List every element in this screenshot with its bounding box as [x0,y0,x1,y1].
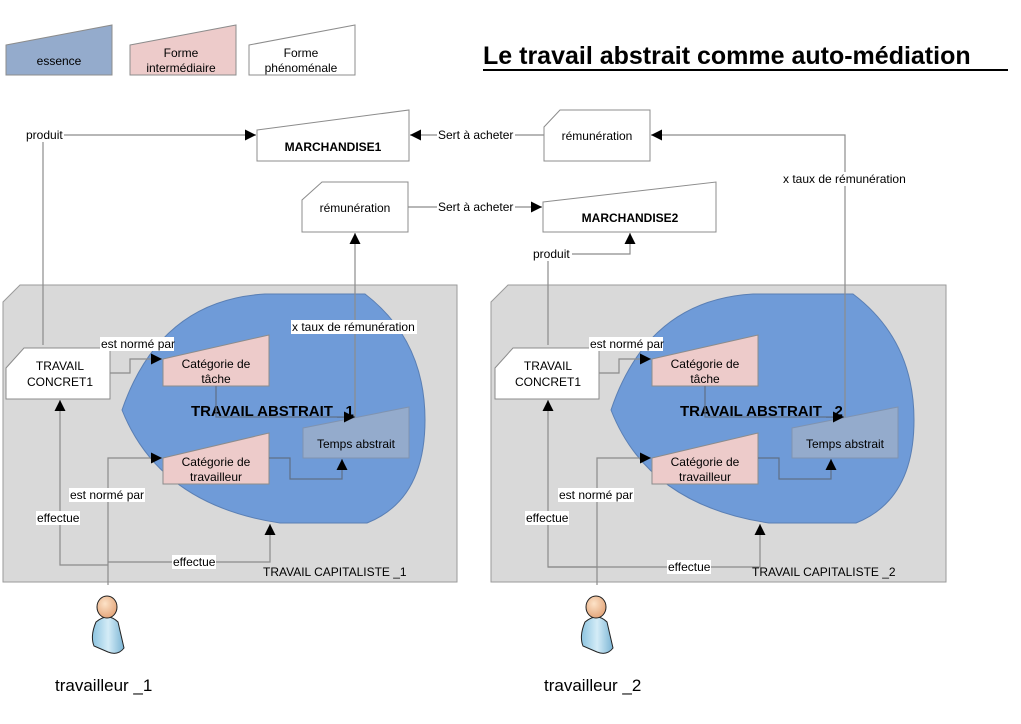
legend-swatch-phenomenal [248,24,356,76]
connector-taux-remuneration-2 [651,129,846,418]
label-sert-a-acheter-1: Sert à acheter [438,128,513,142]
page-title: Le travail abstrait comme auto-médiation [483,42,971,70]
person-icon [91,595,125,654]
label-sert-a-acheter-2: Sert à acheter [438,200,513,214]
node-categorie-travailleur-1-line2: travailleur [190,470,242,484]
label-taux-remuneration-2: x taux de rémunération [783,172,906,186]
legend-label-phenomenal-1: Forme [284,46,319,60]
label-travailleur-1: travailleur _1 [55,676,152,695]
node-temps-abstrait-1-label: Temps abstrait [317,437,396,451]
node-categorie-tache-1-line1: Catégorie de [182,357,251,371]
legend: essence Forme intermédiaire Forme phénom… [5,24,356,76]
connector-effectue-capitaliste-1 [108,524,276,563]
label-travail-abstrait-2: TRAVAIL ABSTRAIT _2 [680,403,843,420]
label-effectue-2a: effectue [526,511,569,525]
connector-travailleur-temps-1 [269,457,348,480]
node-travail-concret-2-line1: TRAVAIL [524,359,573,373]
node-travail-concret-1-line2: CONCRET1 [27,375,93,389]
connector-est-norme-travailleur-1 [107,452,162,585]
legend-swatch-intermediate [129,24,237,76]
node-categorie-travailleur-1-line1: Catégorie de [182,455,251,469]
legend-label-intermediate-2: intermédiaire [146,61,216,75]
node-marchandise1-label: MARCHANDISE1 [285,140,382,154]
node-remuneration-left-label: rémunération [320,201,391,215]
worker-1[interactable]: travailleur _1 [55,595,152,695]
node-categorie-tache-2[interactable]: Catégorie de tâche [651,334,759,387]
node-temps-abstrait-2[interactable]: Temps abstrait [791,406,899,459]
connector-tache-temps-1 [215,386,355,423]
connector-effectue-concret-1 [54,400,108,566]
panel-1-content: TRAVAIL CONCRET1 Catégorie de tâche Caté… [5,320,417,585]
worker-2[interactable]: travailleur _2 [544,595,641,695]
node-categorie-travailleur-2-line1: Catégorie de [671,455,740,469]
label-taux-remuneration-1: x taux de rémunération [292,320,415,334]
legend-label-intermediate-1: Forme [164,46,199,60]
legend-swatch-essence [5,24,113,76]
legend-item-phenomenal: Forme phénoménale [248,24,356,76]
connector-est-norme-tache-1 [110,353,162,374]
label-effectue-1a: effectue [37,511,80,525]
label-est-norme-1b: est normé par [70,488,144,502]
label-est-norme-2a: est normé par [590,337,664,351]
legend-item-intermediate: Forme intermédiaire [129,24,237,76]
person-icon [580,595,614,654]
connector-tache-temps-2 [704,386,844,423]
label-effectue-1b: effectue [173,555,216,569]
label-travail-abstrait-1: TRAVAIL ABSTRAIT _1 [191,403,354,420]
node-temps-abstrait-1[interactable]: Temps abstrait [302,406,410,459]
label-effectue-2b: effectue [668,560,711,574]
label-travail-capitaliste-2: TRAVAIL CAPITALISTE _2 [752,565,896,579]
node-temps-abstrait-2-label: Temps abstrait [806,437,885,451]
label-est-norme-1a: est normé par [101,337,175,351]
node-remuneration-right[interactable]: rémunération [543,109,651,162]
connector-est-norme-tache-2 [599,353,651,374]
node-marchandise1[interactable]: MARCHANDISE1 [256,109,410,162]
legend-label-essence: essence [37,54,82,68]
node-categorie-travailleur-2-line2: travailleur [679,470,731,484]
node-travail-concret-1-line1: TRAVAIL [36,359,85,373]
connector-travailleur-temps-2 [758,457,837,480]
panel-2-content: TRAVAIL CONCRET1 Catégorie de tâche Caté… [494,334,899,585]
node-marchandise2[interactable]: MARCHANDISE2 [542,181,717,233]
label-produit-1: produit [26,128,63,142]
node-marchandise2-label: MARCHANDISE2 [582,211,679,225]
node-categorie-tache-1-line2: tâche [201,372,231,386]
label-travailleur-2: travailleur _2 [544,676,641,695]
connector-est-norme-travailleur-2 [596,452,651,585]
node-categorie-travailleur-2[interactable]: Catégorie de travailleur [651,432,759,485]
node-categorie-tache-2-line1: Catégorie de [671,357,740,371]
label-produit-2: produit [533,247,570,261]
label-est-norme-2b: est normé par [559,488,633,502]
node-categorie-travailleur-1[interactable]: Catégorie de travailleur [162,432,270,485]
node-remuneration-right-label: rémunération [562,129,633,143]
connector-produit-2 [547,233,636,345]
node-remuneration-left[interactable]: rémunération [301,181,409,233]
node-travail-concret-2-line2: CONCRET1 [515,375,581,389]
legend-item-essence: essence [5,24,113,76]
connector-effectue-capitaliste-2 [548,524,766,568]
label-travail-capitaliste-1: TRAVAIL CAPITALISTE _1 [263,565,407,579]
node-categorie-tache-2-line2: tâche [690,372,720,386]
node-categorie-tache-1[interactable]: Catégorie de tâche [162,334,270,387]
legend-label-phenomenal-2: phénoménale [265,61,338,75]
node-travail-concret-1[interactable]: TRAVAIL CONCRET1 [5,347,111,400]
node-travail-concret-2[interactable]: TRAVAIL CONCRET1 [494,347,600,400]
